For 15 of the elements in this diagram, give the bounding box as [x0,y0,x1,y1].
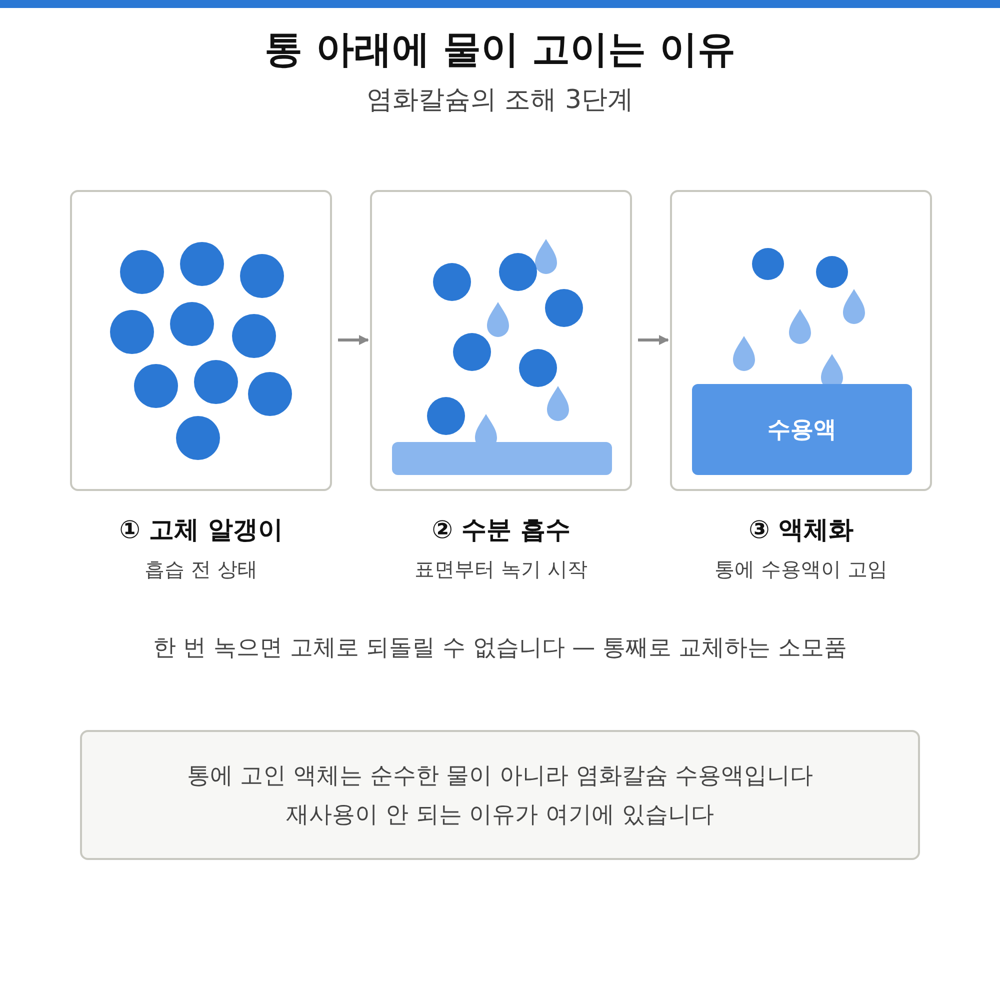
step-caption: 통에 수용액이 고임 [714,556,888,583]
note-box [80,730,920,860]
arrow [638,335,669,345]
step-title: ③ 액체화 [748,514,854,546]
summary-text: 한 번 녹으면 고체로 되돌릴 수 없습니다 — 통째로 교체하는 소모품 [152,634,848,663]
step-title: ② 수분 흡수 [432,514,570,546]
subtitle: 염화칼슘의 조해 3단계 [365,84,635,117]
solution-block: 수용액 [692,384,912,475]
step-caption: 흡습 전 상태 [144,556,258,583]
arrow [338,335,369,345]
note-text: 재사용이 안 되는 이유가 여기에 있습니다 [286,801,714,830]
step-title: ① 고체 알갱이 [119,514,283,546]
title: 통 아래에 물이 고이는 이유 [264,26,736,73]
step-caption: 표면부터 녹기 시작 [414,556,588,583]
note-text: 통에 고인 액체는 순수한 물이 아니라 염화칼슘 수용액입니다 [186,762,814,791]
